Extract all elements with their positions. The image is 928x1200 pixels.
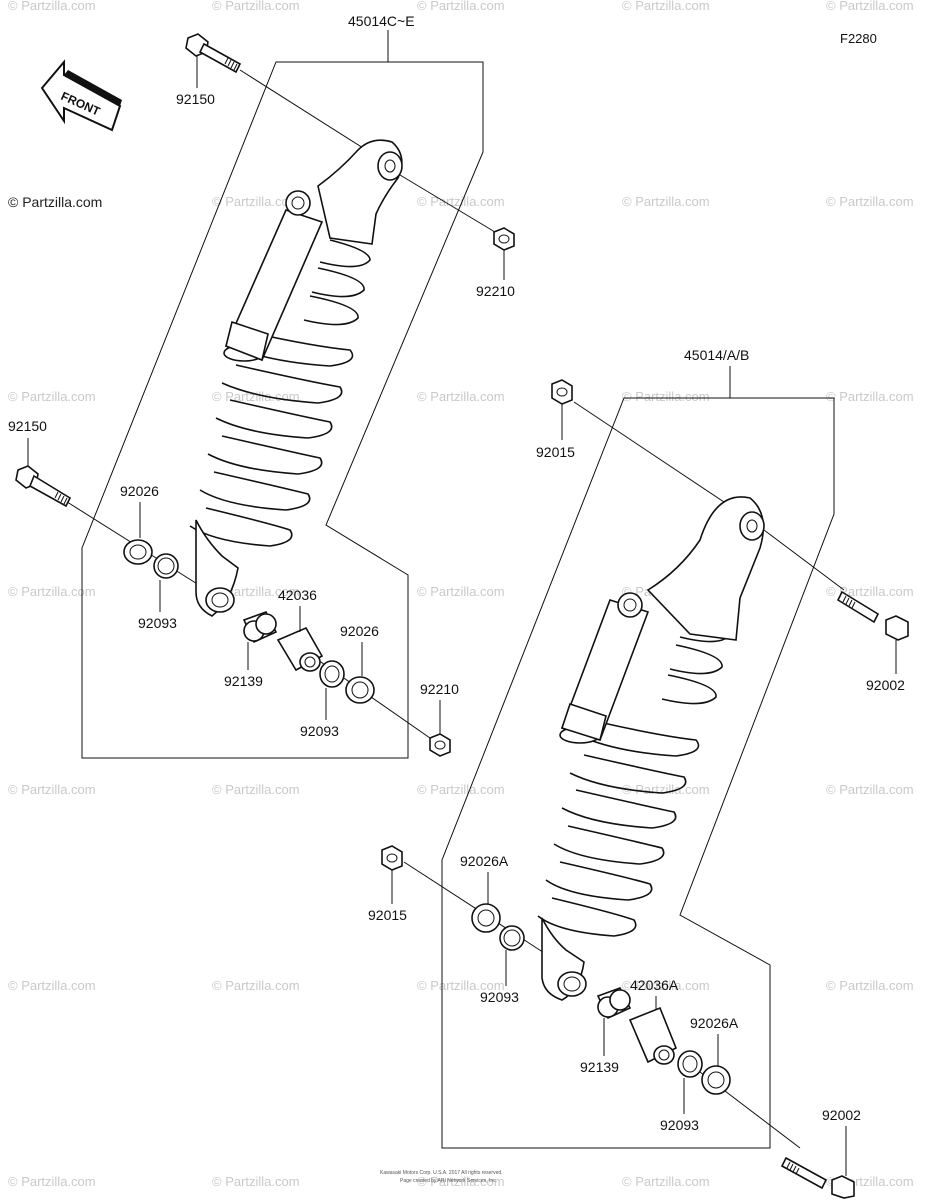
bolt-mid-left: [15, 465, 72, 508]
watermark-text: © Partzilla.com: [622, 389, 710, 404]
watermark-text: © Partzilla.com: [417, 389, 505, 404]
seal-left-b: [319, 660, 345, 688]
watermark-text: © Partzilla.com: [417, 1174, 505, 1189]
right-assembly-label: 45014/A/B: [684, 347, 749, 363]
left-assembly-label: 45014C~E: [348, 13, 415, 29]
watermark-text: © Partzilla.com: [212, 389, 300, 404]
watermark-text: © Partzilla.com: [8, 389, 96, 404]
bolt-top-left: [185, 33, 242, 74]
watermark-text: © Partzilla.com: [8, 978, 96, 993]
watermark-text: © Partzilla.com: [212, 0, 300, 13]
watermark-grid: © Partzilla.com © Partzilla.com © Partzill…: [8, 0, 914, 1189]
watermark-text: © Partzilla.com: [8, 1174, 96, 1189]
label-washer-right-b: 92026A: [690, 1015, 739, 1031]
seal-right-a: [499, 925, 525, 951]
watermark-text: © Partzilla.com: [212, 584, 300, 599]
watermark-text: © Partzilla.com: [417, 584, 505, 599]
washer-left-b: [345, 676, 375, 704]
watermark-text: © Partzilla.com: [826, 0, 914, 13]
label-seal-left-a: 92093: [138, 615, 177, 631]
label-bolt-top-left: 92150: [176, 91, 215, 107]
label-bushing-right: 92139: [580, 1059, 619, 1075]
label-collar-left: 42036: [278, 587, 317, 603]
watermark-text: © Partzilla.com: [8, 0, 96, 13]
watermark-text: © Partzilla.com: [212, 194, 300, 209]
watermark-text: © Partzilla.com: [8, 782, 96, 797]
label-washer-left-b: 92026: [340, 623, 379, 639]
watermark-text: © Partzilla.com: [212, 782, 300, 797]
watermark-text: © Partzilla.com: [622, 0, 710, 13]
bolt-right-upper: [836, 590, 909, 641]
watermark-text: © Partzilla.com: [212, 978, 300, 993]
washer-right-a: [471, 903, 501, 933]
label-seal-right-b: 92093: [660, 1117, 699, 1133]
copyright-label: © Partzilla.com: [8, 194, 102, 210]
nut-top-right: [551, 379, 573, 405]
washer-right-b: [701, 1065, 731, 1095]
label-nut-top-right: 92015: [536, 444, 575, 460]
label-washer-left-a: 92026: [120, 483, 159, 499]
watermark-text: © Partzilla.com: [826, 389, 914, 404]
watermark-text: © Partzilla.com: [417, 782, 505, 797]
footer-line-1: Kawasaki Motors Corp. U.S.A. 2017 All ri…: [380, 1170, 503, 1176]
footer-line-2: Page created by ARI Network Services, In…: [400, 1178, 497, 1184]
right-assembly: 45014/A/B 92015: [368, 347, 909, 1199]
watermark-text: © Partzilla.com: [826, 978, 914, 993]
seal-right-b: [677, 1050, 703, 1078]
bolt-right-lower: [780, 1156, 855, 1199]
watermark-text: © Partzilla.com: [622, 194, 710, 209]
watermark-text: © Partzilla.com: [826, 782, 914, 797]
label-bolt-mid-left: 92150: [8, 418, 47, 434]
left-assembly-bracket: [81, 56, 484, 759]
label-nut-bottom-left: 92210: [420, 681, 459, 697]
front-arrow-icon: FRONT: [40, 59, 122, 132]
right-assembly-bracket: [441, 388, 835, 1149]
left-assembly: 45014C~E 92150 92210: [8, 13, 515, 759]
watermark-text: © Partzilla.com: [417, 194, 505, 209]
shock-absorber-left: [189, 139, 403, 617]
label-nut-top-left: 92210: [476, 283, 515, 299]
label-bolt-right-upper: 92002: [866, 677, 905, 693]
shock-absorber-right: [537, 496, 765, 1001]
watermark-text: © Partzilla.com: [622, 1174, 710, 1189]
label-nut-mid-right: 92015: [368, 907, 407, 923]
figure-code: F2280: [840, 31, 877, 46]
watermark-text: © Partzilla.com: [417, 0, 505, 13]
label-bolt-right-lower: 92002: [822, 1107, 861, 1123]
watermark-text: © Partzilla.com: [622, 782, 710, 797]
watermark-text: © Partzilla.com: [417, 978, 505, 993]
collar-right: [628, 1006, 678, 1065]
label-seal-right-a: 92093: [480, 989, 519, 1005]
nut-top-left: [493, 227, 515, 251]
washer-left-a: [123, 539, 153, 565]
label-collar-right: 42036A: [630, 977, 679, 993]
watermark-text: © Partzilla.com: [212, 1174, 300, 1189]
watermark-text: © Partzilla.com: [826, 194, 914, 209]
nut-mid-right: [381, 845, 403, 871]
seal-left-a: [153, 553, 179, 579]
nut-bottom-left: [429, 733, 451, 757]
watermark-text: © Partzilla.com: [8, 584, 96, 599]
label-washer-right-a: 92026A: [460, 853, 509, 869]
bushing-left: [242, 611, 278, 644]
label-seal-left-b: 92093: [300, 723, 339, 739]
bushing-right: [596, 987, 632, 1020]
collar-left: [276, 626, 324, 672]
watermark-text: © Partzilla.com: [622, 978, 710, 993]
label-bushing-left: 92139: [224, 673, 263, 689]
